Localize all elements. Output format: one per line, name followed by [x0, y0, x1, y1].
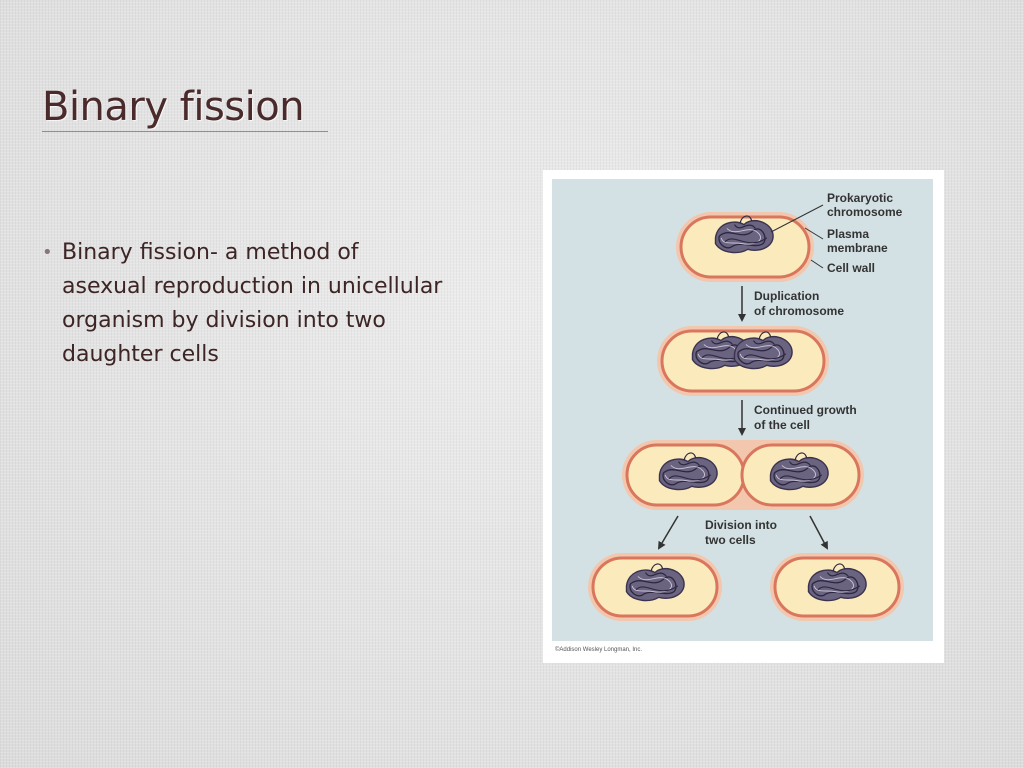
daughter-cell-left — [588, 553, 722, 621]
figure-credit: ©Addison Wesley Longman, Inc. — [555, 647, 643, 653]
bullet-line: asexual reproduction in unicellular — [62, 274, 443, 299]
step-2-line-1: Continued growth — [754, 403, 857, 417]
arrow-down-left-icon — [657, 515, 679, 550]
pointer-line — [804, 227, 824, 240]
step-1-line-2: of chromosome — [754, 304, 844, 318]
binary-fission-figure: Prokaryotic chromosome Plasma membrane C… — [543, 170, 944, 663]
step-3-line-1: Division into — [705, 518, 777, 532]
pointer-line — [770, 204, 824, 233]
bullet-line: organism by division into two — [62, 308, 386, 333]
cell-1 — [676, 212, 814, 282]
label-prokaryotic: Prokaryotic — [827, 191, 893, 205]
daughter-cell-right — [770, 553, 904, 621]
title-underline — [42, 131, 328, 132]
bullet-line: Binary fission- a method of — [62, 240, 359, 265]
step-2-line-2: of the cell — [754, 418, 810, 432]
slide-title: Binary fission — [42, 84, 305, 130]
bullet-list: • Binary fission- a method of asexual re… — [42, 236, 522, 372]
label-plasma: Plasma — [827, 227, 869, 241]
label-membrane: membrane — [827, 241, 888, 255]
label-cell-wall: Cell wall — [827, 261, 875, 275]
pointer-line — [810, 259, 824, 269]
bullet-item: • Binary fission- a method of asexual re… — [42, 236, 522, 372]
step-3-line-2: two cells — [705, 533, 756, 547]
arrow-down-right-icon — [809, 515, 828, 550]
step-1-line-1: Duplication — [754, 289, 819, 303]
label-chromosome: chromosome — [827, 205, 903, 219]
bullet-dot-icon: • — [42, 242, 53, 263]
cell-3 — [622, 440, 864, 510]
binary-fission-diagram: Prokaryotic chromosome Plasma membrane C… — [552, 179, 933, 641]
cell-2 — [657, 326, 829, 396]
bullet-line: daughter cells — [62, 342, 219, 367]
